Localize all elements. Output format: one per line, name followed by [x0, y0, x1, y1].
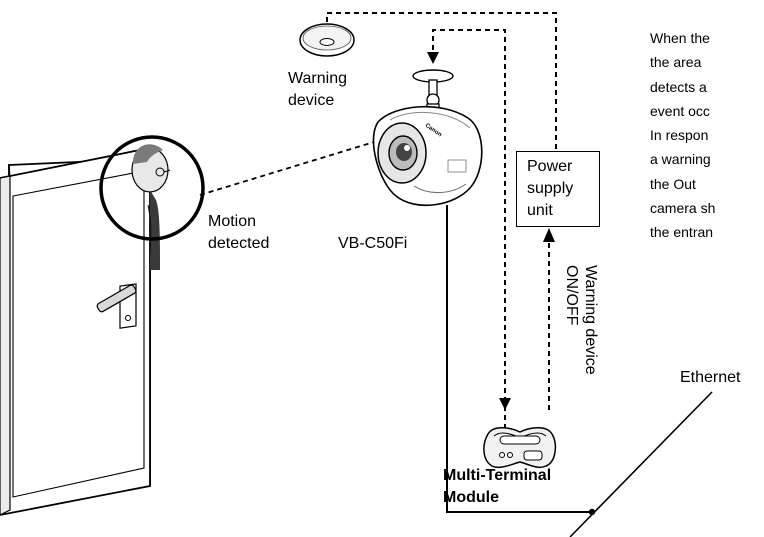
dashed-line-warning-to-power [326, 12, 557, 150]
camera-model-label: VB-C50Fi [338, 235, 408, 252]
description-line: event occ [650, 102, 710, 119]
camera-cable [446, 205, 592, 513]
description-line: When the [650, 30, 710, 46]
power-supply-label-line-3: unit [527, 202, 553, 219]
power-supply-label-line-1: Power [527, 158, 573, 175]
description-line: the entran [650, 224, 714, 241]
person-icon [131, 144, 171, 270]
description-line: the area [650, 54, 702, 71]
warning-device-label: Warning device [288, 70, 347, 109]
motion-detection-circle [99, 135, 205, 241]
description-line: a warning [650, 151, 711, 168]
description-text: When the the area detects a event occ In… [650, 26, 764, 266]
dashed-line-module-to-camera [432, 29, 506, 465]
door-icon [0, 146, 151, 516]
arrow-head-module [499, 398, 511, 410]
description-line: camera sh [650, 200, 716, 217]
warning-device-onoff-label: Warning device ON/OFF [563, 265, 599, 375]
network-junction [588, 508, 596, 516]
arrow-head-power [543, 228, 555, 242]
multi-terminal-module-label: Multi-Terminal Module [443, 467, 552, 506]
warning-device-icon [299, 23, 355, 57]
description-line: detects a [650, 78, 707, 95]
motion-detected-label: Motion detected [208, 213, 270, 252]
description-line: In respon [650, 127, 709, 144]
power-supply-label-line-2: supply [527, 180, 574, 197]
ethernet-line [569, 391, 713, 537]
power-supply-unit-box: Power supply unit [516, 151, 600, 227]
description-line: the Out [650, 175, 696, 192]
ethernet-label: Ethernet [680, 369, 741, 386]
arrow-head-camera [427, 52, 439, 64]
dashed-line-camera-view [199, 141, 375, 196]
camera-icon [372, 105, 483, 207]
multi-terminal-module-icon [483, 427, 557, 469]
